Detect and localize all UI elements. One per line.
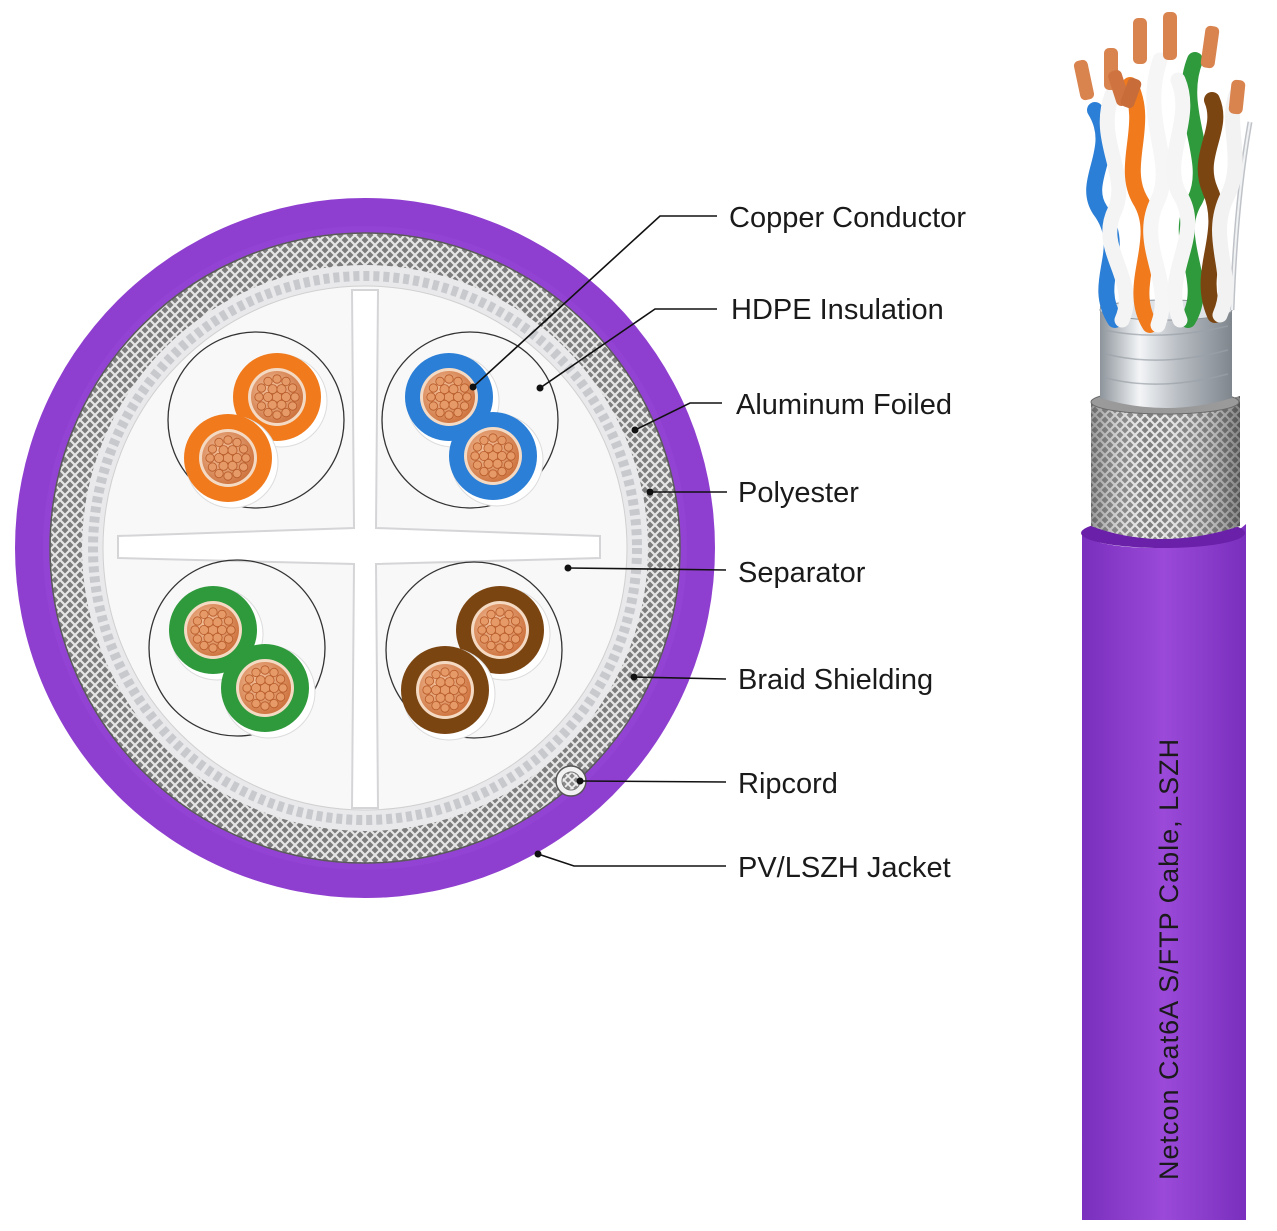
label-hdpe-insulation: HDPE Insulation xyxy=(731,294,944,326)
twisted-pairs xyxy=(1086,52,1244,333)
conductor-green-2 xyxy=(221,644,316,739)
pair-shield-blue xyxy=(381,331,559,509)
labels: Copper Conductor HDPE Insulation Aluminu… xyxy=(729,202,966,884)
copper-tips xyxy=(1073,12,1246,115)
conductor-group xyxy=(169,353,551,741)
separator-cross xyxy=(117,289,601,809)
cable-side-view: Netcon Cat6A S/FTP Cable, LSZH xyxy=(1073,12,1253,1220)
cable-cross-section xyxy=(15,198,715,898)
pair-shield-orange xyxy=(167,331,345,509)
aluminum-foil-ring xyxy=(88,271,642,825)
braid-segment xyxy=(1090,389,1240,539)
pair-shield-brown xyxy=(385,561,563,739)
conductor-brown-1 xyxy=(456,586,551,681)
conductor-orange-2 xyxy=(184,414,279,509)
label-separator: Separator xyxy=(738,557,866,589)
label-pv-lszh-jacket: PV/LSZH Jacket xyxy=(738,852,951,884)
label-copper-conductor: Copper Conductor xyxy=(729,202,966,234)
label-ripcord: Ripcord xyxy=(738,768,838,800)
label-polyester: Polyester xyxy=(738,477,859,509)
leader-lines xyxy=(469,215,727,867)
label-braid-shielding: Braid Shielding xyxy=(738,664,933,696)
pair-shield-green xyxy=(148,559,326,737)
jacket-print-text: Netcon Cat6A S/FTP Cable, LSZH xyxy=(1154,738,1184,1180)
jacket-segment: Netcon Cat6A S/FTP Cable, LSZH xyxy=(1081,518,1246,1220)
label-aluminum-foiled: Aluminum Foiled xyxy=(736,389,952,421)
conductor-orange-1 xyxy=(233,353,328,448)
conductor-green-1 xyxy=(169,586,264,681)
conductor-brown-2 xyxy=(401,646,496,741)
conductor-blue-2 xyxy=(449,412,544,507)
